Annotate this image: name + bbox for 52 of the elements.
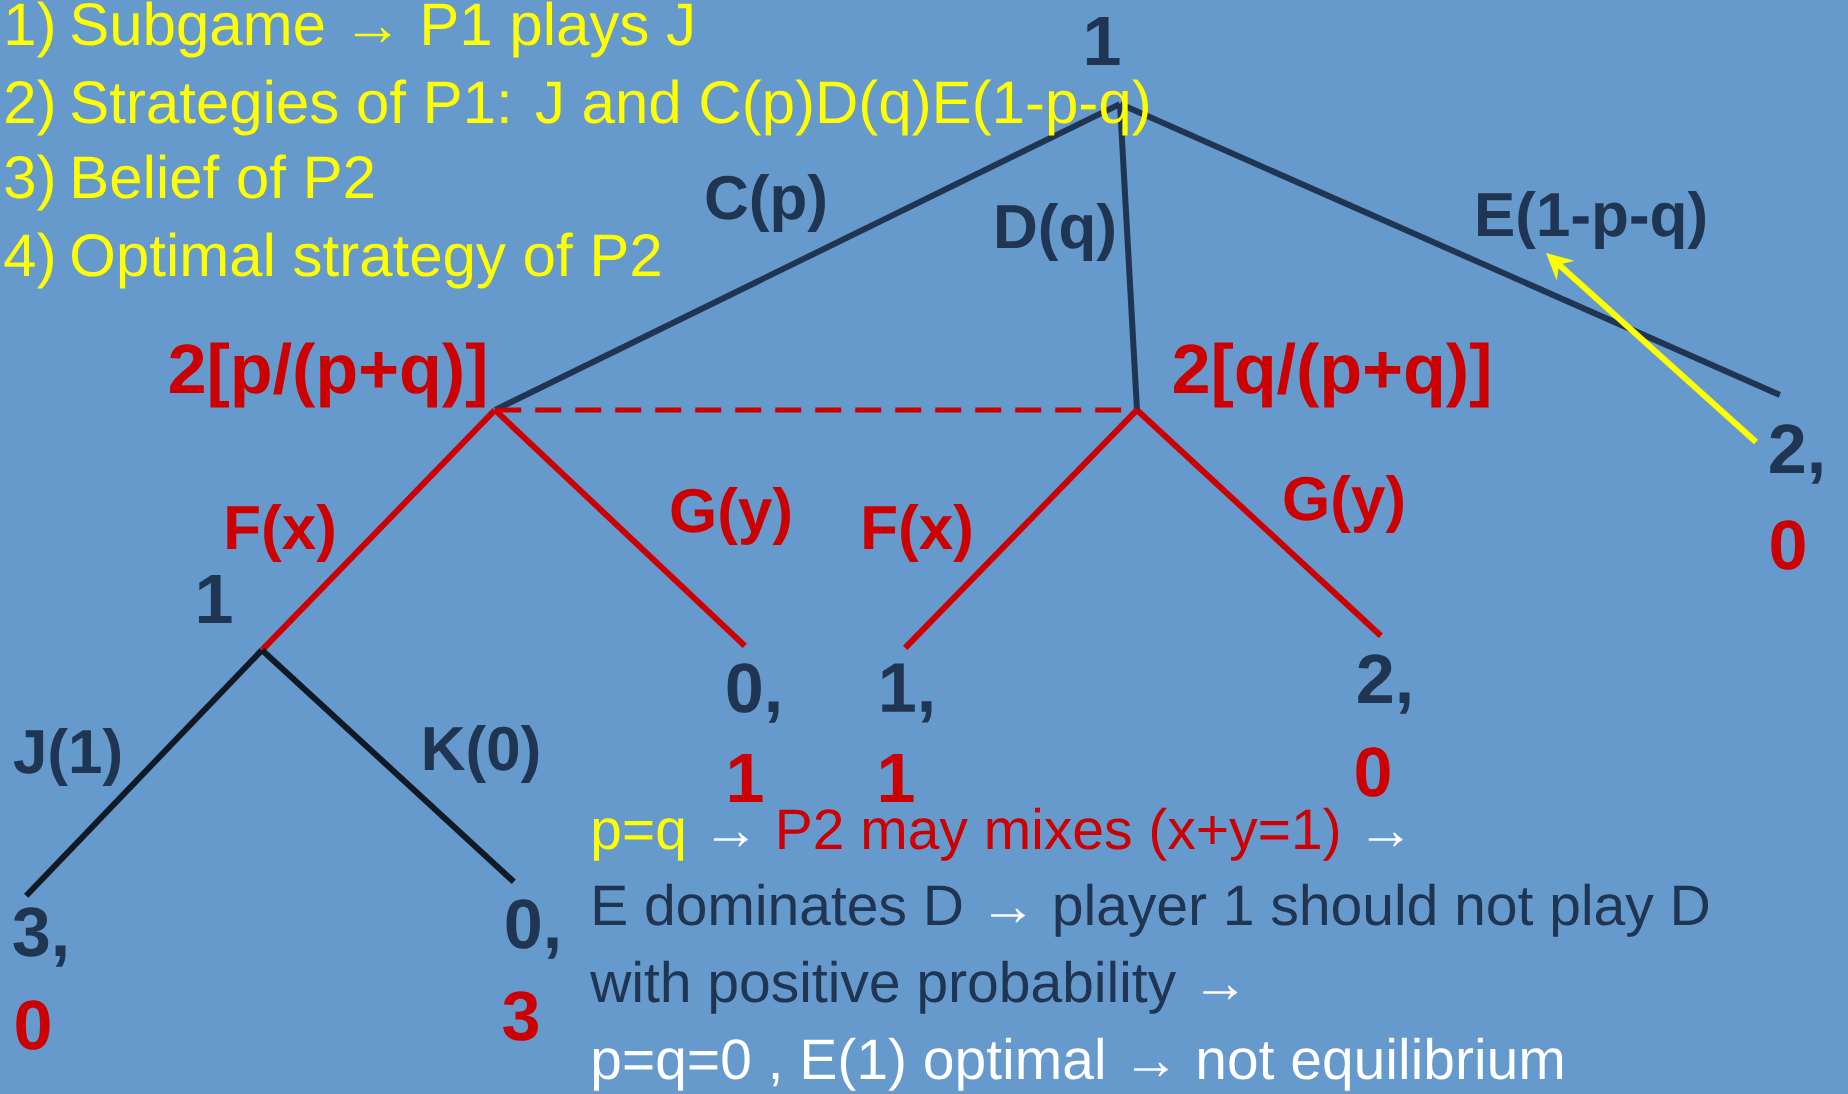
arrow-symbol: → (713, 832, 748, 847)
arrow-symbol: → (991, 908, 1025, 923)
arrow-symbol: → (1368, 832, 1403, 847)
edge-label: J(1) (13, 728, 121, 786)
payoff-label: 0, (506, 899, 558, 959)
list-item: Subgame → P1 plays J (71, 1, 692, 58)
payoff-label: 0 (1771, 520, 1805, 570)
list-number: 3) (5, 154, 53, 211)
edge-label: D(q) (997, 203, 1114, 261)
list-number: 1) (7, 1, 53, 58)
player-label: 2[q/(p+q)] (1174, 342, 1489, 408)
branch-line (24, 648, 264, 898)
edge-label: G(y) (671, 487, 790, 545)
payoff-label: 1, (882, 663, 932, 723)
note-text: E dominates D (594, 883, 962, 926)
player-label: 2[p/(p+q)] (170, 342, 485, 408)
arrow-symbol: → (1203, 985, 1238, 1000)
edge-label: F(x) (864, 504, 971, 562)
payoff-label: 3 (503, 991, 538, 1041)
list-item: Belief of P2 (74, 154, 373, 199)
branch-line (1135, 408, 1383, 638)
branch-line (1117, 104, 1140, 410)
note-text: p=q (593, 818, 684, 861)
edge-label: K(0) (424, 725, 539, 783)
payoff-label: 0 (1356, 747, 1390, 797)
list-number: 4) (4, 232, 53, 289)
edge-label: C(p) (706, 174, 825, 232)
payoff-label: 0, (727, 663, 779, 723)
branch-line (493, 408, 747, 648)
branch-line (260, 408, 497, 652)
payoff-label: 2, (1358, 654, 1410, 714)
branch-line (260, 647, 516, 885)
branch-line (1119, 101, 1782, 398)
edge-label: F(x) (227, 504, 334, 562)
edge-label: E(1-p-q) (1478, 191, 1705, 249)
list-item: Optimal strategy of P2 (72, 232, 660, 289)
payoff-label: 3, (13, 907, 66, 967)
list-number: 2) (6, 79, 53, 136)
note-text: P2 may mixes (x+y=1) (779, 807, 1339, 861)
information-set-line (495, 407, 1137, 413)
payoff-label: 1 (880, 753, 914, 803)
note-text: with positive probability (590, 960, 1177, 1014)
payoff-label: 0 (16, 1000, 50, 1050)
list-item: Strategies of P1: J and C(p)D(q)E(1-p-q) (71, 79, 1148, 136)
player-label: 1 (1086, 16, 1120, 66)
edge-label: G(y) (1284, 475, 1403, 533)
branch-line (903, 408, 1139, 650)
note-text: player 1 should not play D (1055, 883, 1709, 937)
payoff-label: 1 (729, 753, 763, 803)
payoff-label: 2, (1770, 424, 1822, 484)
note-text: p=q=0 , E(1) optimal → not equilibrium (593, 1037, 1563, 1091)
player-label: 1 (198, 574, 232, 624)
